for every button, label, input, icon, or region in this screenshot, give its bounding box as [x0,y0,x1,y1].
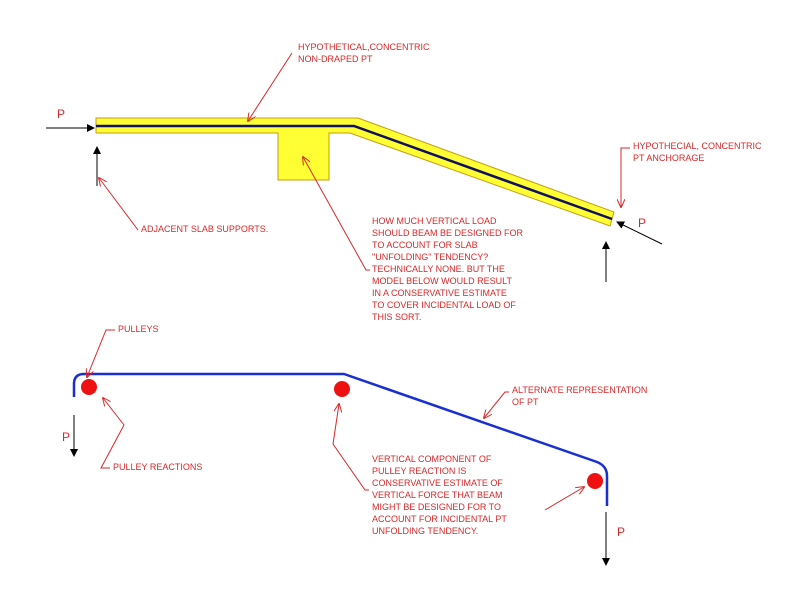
question-line9: THIS SORT. [372,312,421,322]
alternate-line1: ALTERNATE REPRESENTATION [512,385,647,395]
pulley-reaction-arrow-right [544,487,584,511]
anchorage-line2: PT ANCHORAGE [633,153,704,163]
leader-arrow [248,52,293,121]
leader-arrow [621,147,630,207]
vertical-component-line5: MIGHT BE DESIGNED FOR TO [372,502,501,512]
pulley-right [587,473,603,489]
vertical-component-line2: PULLEY REACTION IS [372,466,466,476]
leader-arrow [484,391,509,418]
pulley-model [72,372,609,506]
question-line8: TO COVER INCIDENTAL LOAD OF [372,300,516,310]
force-p-lower-left: P [62,415,78,457]
p-lower-right-label: P [617,525,625,539]
leader-arrow [100,398,125,469]
annotation-anchorage: HYPOTHECIAL, CONCENTRIC PT ANCHORAGE [621,141,762,207]
alternate-line2: OF PT [512,397,539,407]
annotation-question: HOW MUCH VERTICAL LOAD SHOULD BEAM BE DE… [303,157,524,322]
annotation-adjacent-supports: ADJACENT SLAB SUPPORTS. [99,178,268,234]
annotation-pulleys: PULLEYS [87,324,159,377]
hypothetical-pt-line1: HYPOTHETICAL,CONCENTRIC [298,42,430,52]
question-line2: SHOULD BEAM BE DESIGNED FOR [372,228,524,238]
pulleys-label: PULLEYS [118,324,159,334]
p-lower-left-label: P [62,430,70,444]
pulley-left [81,379,97,395]
slab-section [95,117,615,227]
leader-arrow [99,178,139,231]
annotation-alternate: ALTERNATE REPRESENTATION OF PT [484,385,647,418]
hypothetical-pt-line2: NON-DRAPED PT [298,54,373,64]
pt-tendon [96,124,613,221]
vertical-component-line4: VERTICAL FORCE THAT BEAM [372,490,503,500]
p-left-label: P [57,107,65,121]
force-p-right: P [616,216,663,245]
annotation-vertical-component: VERTICAL COMPONENT OF PULLEY REACTION IS… [332,404,507,536]
question-line7: IN A CONSERVATIVE ESTIMATE [372,288,507,298]
question-line5: TECHNICALLY NONE. BUT THE [372,264,505,274]
question-line6: MODEL BELOW WOULD RESULT [372,276,513,286]
annotation-hypothetical-pt: HYPOTHETICAL,CONCENTRIC NON-DRAPED PT [248,42,430,121]
leader-arrow [303,157,370,271]
leader-arrow [332,404,369,491]
vertical-component-line7: UNFOLDING TENDENCY. [372,526,478,536]
vertical-component-line3: CONSERVATIVE ESTIMATE OF [372,478,503,488]
question-line4: "UNFOLDING" TENDENCY? [372,252,488,262]
pulley-middle [334,381,350,397]
slab-and-beam [95,117,615,227]
vertical-component-line6: ACCOUNT FOR INCIDENTAL PT [372,514,507,524]
p-right-label: P [638,216,646,230]
question-line3: TO ACCOUNT FOR SLAB [372,240,478,250]
anchorage-line1: HYPOTHECIAL, CONCENTRIC [633,141,762,151]
annotation-pulley-reactions: PULLEY REACTIONS [100,398,202,472]
vertical-component-line1: VERTICAL COMPONENT OF [372,454,492,464]
leader-arrow [87,329,115,377]
pulley-reactions-label: PULLEY REACTIONS [113,462,202,472]
pt-rope [72,372,609,506]
arrow-into-anchorage [616,221,663,245]
question-line1: HOW MUCH VERTICAL LOAD [372,216,497,226]
force-p-left: P [46,107,95,132]
force-p-lower-right: P [602,512,625,566]
adjacent-supports-label: ADJACENT SLAB SUPPORTS. [141,224,268,234]
